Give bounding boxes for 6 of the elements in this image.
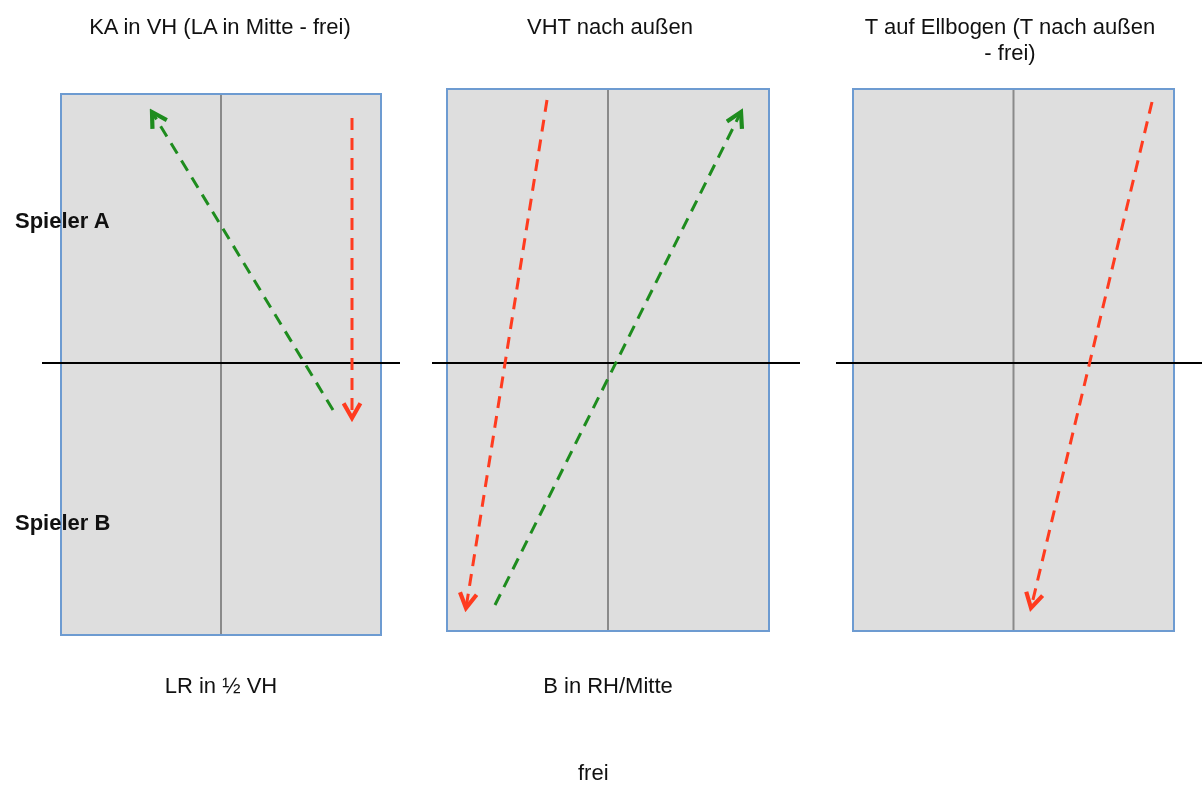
- table-heading: KA in VH (LA in Mitte - frei): [88, 14, 352, 40]
- table-heading: T auf Ellbogen (T nach außen - frei): [863, 14, 1157, 66]
- table-heading: VHT nach außen: [526, 14, 694, 40]
- stroke-caption: B in RH/Mitte: [542, 673, 674, 699]
- note-text: frei: [578, 760, 609, 786]
- stroke-caption: LR in ½ VH: [163, 673, 279, 699]
